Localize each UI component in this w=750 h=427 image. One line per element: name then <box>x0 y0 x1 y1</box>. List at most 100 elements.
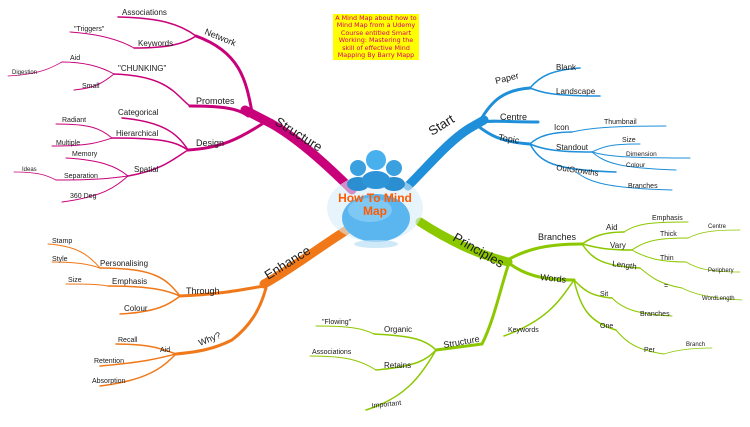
associations-principles-sub <box>309 355 377 371</box>
personalising-branch <box>99 267 181 297</box>
blank-branch <box>529 67 581 89</box>
label-ideas: Ideas <box>22 167 37 173</box>
outgrowths-branch <box>529 143 617 173</box>
label-aid-p: Aid <box>606 223 618 232</box>
branches-branch <box>575 171 673 191</box>
label-branches-w: Branches <box>640 311 670 318</box>
course-note: A Mind Map about how to Mind Map from a … <box>333 14 419 61</box>
organic-sub <box>373 333 437 351</box>
label-recall: Recall <box>118 337 138 344</box>
label-vary: Vary <box>610 241 626 250</box>
label-blank: Blank <box>556 63 577 72</box>
dimension-branch <box>591 151 691 159</box>
branch-structure <box>7 16 357 203</box>
thick-sub <box>631 237 689 251</box>
start-main-branch <box>403 115 489 191</box>
label-emphasis-p: Emphasis <box>652 215 683 222</box>
spatial-branch <box>127 149 189 177</box>
enhance-main-branch <box>259 223 355 289</box>
small-branch <box>73 73 115 91</box>
branch-enhance <box>47 223 355 387</box>
vary-sub <box>581 243 633 251</box>
label-centre-p: Centre <box>708 224 727 230</box>
aid-sub <box>581 231 625 245</box>
standout-branch <box>529 143 593 153</box>
label-outgrowths: OutGrowths <box>556 163 600 178</box>
promotes-branch <box>188 104 250 118</box>
separation-branch <box>55 175 129 181</box>
label-categorical: Categorical <box>118 108 159 117</box>
emphasis-enh-branch <box>107 285 181 297</box>
label-aid-e: Aid <box>160 347 170 354</box>
branch-principles <box>309 217 743 411</box>
label-branches: Branches <box>628 183 658 190</box>
memory-branch <box>65 157 129 177</box>
labels-enhance: Enhance Through Personalising Stamp Styl… <box>52 238 313 385</box>
label-chunking: "CHUNKING" <box>118 64 167 73</box>
aid-branch <box>61 61 115 75</box>
label-equals: = <box>664 283 668 290</box>
label-absorption: Absorption <box>92 378 126 385</box>
colour-branch <box>591 151 677 171</box>
label-retention: Retention <box>94 358 124 365</box>
branches-sub-branch <box>502 242 584 264</box>
sit-sub <box>573 279 613 299</box>
label-design: Design <box>196 138 224 148</box>
label-size-e: Size <box>68 277 82 284</box>
label-emphasis-e: Emphasis <box>112 277 147 286</box>
categorical-branch <box>121 117 189 151</box>
triggers-branch <box>69 31 135 49</box>
structure-main-branch <box>240 105 357 195</box>
branch-start <box>403 67 691 191</box>
colour-enh-branch <box>119 295 181 315</box>
topic-branch <box>476 124 532 146</box>
label-colour-e: Colour <box>124 304 148 313</box>
label-length: Length <box>612 259 637 271</box>
label-separation: Separation <box>64 173 98 180</box>
label-wordlength: WordLength <box>702 296 735 302</box>
label-associations-p: Associations <box>312 349 352 356</box>
why-branch <box>174 286 268 356</box>
thumbnail-branch <box>571 125 667 133</box>
label-thick: Thick <box>660 231 677 238</box>
emphasis-sub <box>623 221 689 233</box>
label-360-deg: 360 Deg <box>70 193 97 200</box>
centre-branch <box>480 119 540 124</box>
network-branch <box>194 34 254 114</box>
label-spatial: Spatial <box>134 165 159 174</box>
stamp-branch <box>47 243 101 269</box>
one-sub <box>573 279 617 331</box>
label-icon: Icon <box>554 123 569 132</box>
wordlength-sub <box>681 287 743 301</box>
label-per: Per <box>644 347 656 354</box>
label-flowing: "Flowing" <box>322 319 352 326</box>
landscape-branch <box>529 87 601 97</box>
label-radiant: Radiant <box>62 117 86 124</box>
paper-branch <box>476 86 532 126</box>
label-organic: Organic <box>384 325 412 334</box>
label-digestion: Digestion <box>12 70 37 76</box>
important-sub <box>365 349 437 411</box>
icon-branch <box>529 131 573 145</box>
central-image <box>327 150 423 248</box>
label-network: Network <box>203 27 238 49</box>
label-personalising: Personalising <box>100 259 148 268</box>
label-small: Small <box>82 83 100 90</box>
flowing-sub <box>315 325 375 335</box>
central-title: How To Mind Map <box>338 191 412 218</box>
digestion-branch <box>7 61 63 77</box>
label-through: Through <box>186 286 220 296</box>
label-branch: Branch <box>686 342 705 348</box>
hierarchical-branch <box>111 137 189 151</box>
label-aid: Aid <box>70 55 80 62</box>
keywords-sub <box>503 279 575 337</box>
label-branches-p: Branches <box>538 232 577 242</box>
keywords-branch <box>133 35 197 49</box>
people-icon <box>347 150 405 191</box>
label-keywords: Keywords <box>138 39 173 48</box>
design-branch <box>186 122 264 152</box>
label-start: Start <box>426 111 458 138</box>
absorption-branch <box>99 353 177 387</box>
label-standout: Standout <box>556 143 589 152</box>
